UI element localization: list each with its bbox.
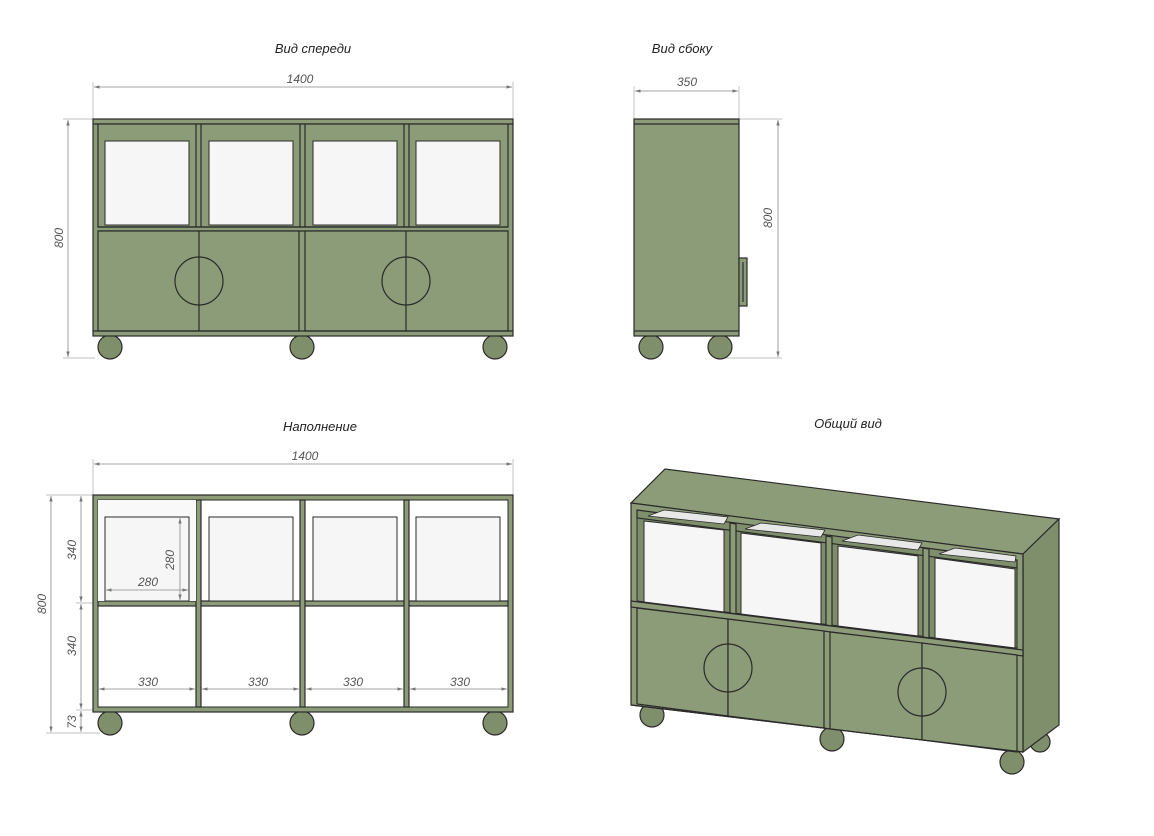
iso-door (636, 607, 729, 717)
wheel (97, 710, 123, 736)
cell-width-dim: 330 (450, 675, 470, 689)
iso-box (643, 520, 725, 613)
side-height-dim: 800 (761, 208, 775, 228)
fill-width-dim: 1400 (292, 449, 319, 463)
storage-box (415, 516, 501, 602)
wheel (289, 710, 315, 736)
door-handle (897, 667, 947, 717)
front-width-dim: 1400 (287, 72, 314, 86)
side-depth-dim: 350 (677, 75, 697, 89)
cell-width-dim: 330 (138, 675, 158, 689)
iso-side (1022, 517, 1060, 754)
box-height-dim: 280 (163, 550, 177, 571)
storage-box (415, 140, 501, 226)
wheel (482, 710, 508, 736)
front-view-title: Вид спереди (275, 41, 351, 56)
storage-box (104, 140, 190, 226)
storage-box (312, 140, 398, 226)
filling-view-title: Наполнение (283, 419, 357, 434)
wheel (638, 334, 664, 360)
fill-plinth-dim: 73 (65, 715, 79, 729)
wheel (999, 749, 1025, 775)
wheel (97, 334, 123, 360)
side-view: Вид сбоку 350 800 (633, 41, 782, 360)
door-handle (703, 643, 753, 693)
side-view-title: Вид сбоку (652, 41, 714, 56)
wheel (289, 334, 315, 360)
door-handle (174, 256, 224, 306)
side-panel (633, 118, 740, 337)
door-handle (381, 256, 431, 306)
wheel (482, 334, 508, 360)
fill-lower-dim: 340 (65, 636, 79, 656)
iso-door (921, 642, 1018, 753)
iso-box (934, 557, 1016, 649)
storage-box (208, 140, 294, 226)
storage-box (104, 516, 190, 602)
cell-width-dim: 330 (343, 675, 363, 689)
storage-box (312, 516, 398, 602)
general-view: Общий вид (629, 416, 1061, 775)
general-view-title: Общий вид (814, 416, 882, 431)
wheel (707, 334, 733, 360)
front-view: Вид спереди 1400 800 (52, 41, 514, 360)
iso-door (727, 618, 825, 729)
cell-width-dim: 330 (248, 675, 268, 689)
fill-height-dim: 800 (35, 594, 49, 614)
fill-upper-dim: 340 (65, 540, 79, 560)
front-height-dim: 800 (52, 228, 66, 248)
iso-box (740, 532, 822, 625)
box-width-dim: 280 (137, 575, 158, 589)
storage-box (208, 516, 294, 602)
filling-view: Наполнение 1400 800 340 340 73 (35, 419, 514, 736)
iso-box (837, 545, 919, 637)
iso-door (829, 631, 923, 741)
